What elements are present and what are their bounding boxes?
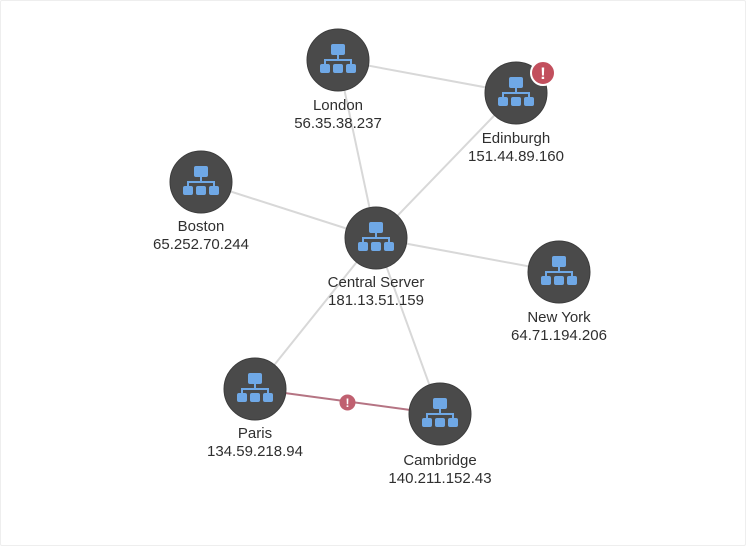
node-name-label: Edinburgh bbox=[482, 130, 550, 147]
network-hierarchy-icon bbox=[541, 256, 577, 285]
network-hierarchy-icon bbox=[358, 222, 394, 251]
link-edinburgh-central[interactable] bbox=[375, 92, 517, 239]
node-name-label: Central Server bbox=[328, 274, 425, 291]
node-name-label: Cambridge bbox=[403, 452, 476, 469]
alert-badge-icon[interactable]: ! bbox=[530, 60, 556, 86]
link-central-paris[interactable] bbox=[254, 237, 377, 390]
link-alert-icon[interactable]: ! bbox=[339, 394, 356, 411]
network-hierarchy-icon bbox=[498, 77, 534, 106]
network-hierarchy-icon bbox=[422, 398, 458, 427]
network-hierarchy-icon bbox=[320, 44, 356, 73]
link-line[interactable] bbox=[375, 92, 517, 239]
node-name-label: Boston bbox=[178, 218, 225, 235]
node-name-label: London bbox=[313, 97, 363, 114]
node-ip-label: 64.71.194.206 bbox=[511, 327, 607, 344]
node-name-label: New York bbox=[527, 309, 591, 326]
alert-symbol: ! bbox=[540, 64, 546, 83]
node-ip-label: 140.211.152.43 bbox=[388, 470, 491, 487]
nodes-layer: London56.35.38.237Edinburgh151.44.89.160… bbox=[153, 28, 607, 487]
node-name-label: Paris bbox=[238, 425, 272, 442]
node-ip-label: 151.44.89.160 bbox=[468, 148, 564, 165]
node-ip-label: 65.252.70.244 bbox=[153, 236, 249, 253]
link-line[interactable] bbox=[254, 237, 377, 390]
node-ip-label: 134.59.218.94 bbox=[207, 443, 303, 460]
network-hierarchy-icon bbox=[237, 373, 273, 402]
network-hierarchy-icon bbox=[183, 166, 219, 195]
link-alert-symbol: ! bbox=[346, 396, 350, 410]
node-ip-label: 56.35.38.237 bbox=[294, 115, 382, 132]
node-ip-label: 181.13.51.159 bbox=[328, 292, 424, 309]
